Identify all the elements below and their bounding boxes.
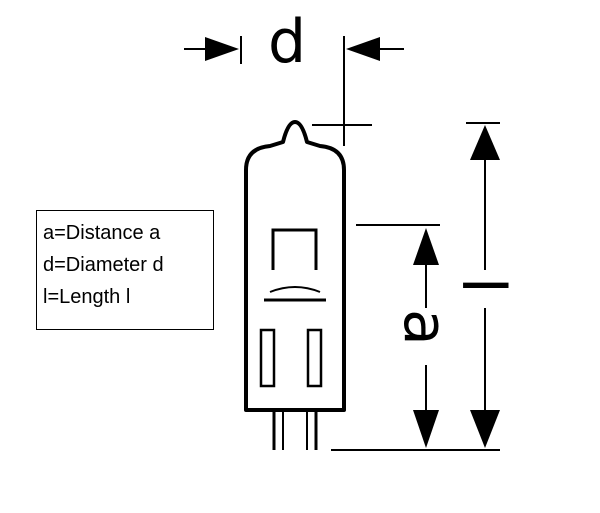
distance-bottom-arrowhead — [413, 410, 439, 448]
distance-top-arrowhead — [413, 228, 439, 265]
legend-item-diameter: d=Diameter d — [43, 254, 164, 276]
length-bottom-arrowhead — [470, 410, 500, 448]
distance-label: a — [390, 309, 460, 346]
diameter-left-arrowhead — [205, 37, 239, 61]
legend-box: a=Distance a d=Diameter d l=Length l — [36, 210, 214, 330]
length-top-arrowhead — [470, 125, 500, 160]
filament-coil — [271, 228, 318, 270]
filament-arc — [269, 286, 321, 293]
length-label: l — [448, 277, 518, 294]
legend-item-distance: a=Distance a — [43, 222, 161, 244]
diameter-label: d — [268, 7, 307, 77]
legend-item-length: l=Length l — [43, 286, 131, 308]
pin-slot-left — [259, 328, 276, 388]
pin-slot-right — [306, 328, 323, 388]
lamp-body-outline — [244, 120, 346, 412]
diameter-right-arrowhead — [346, 37, 380, 61]
